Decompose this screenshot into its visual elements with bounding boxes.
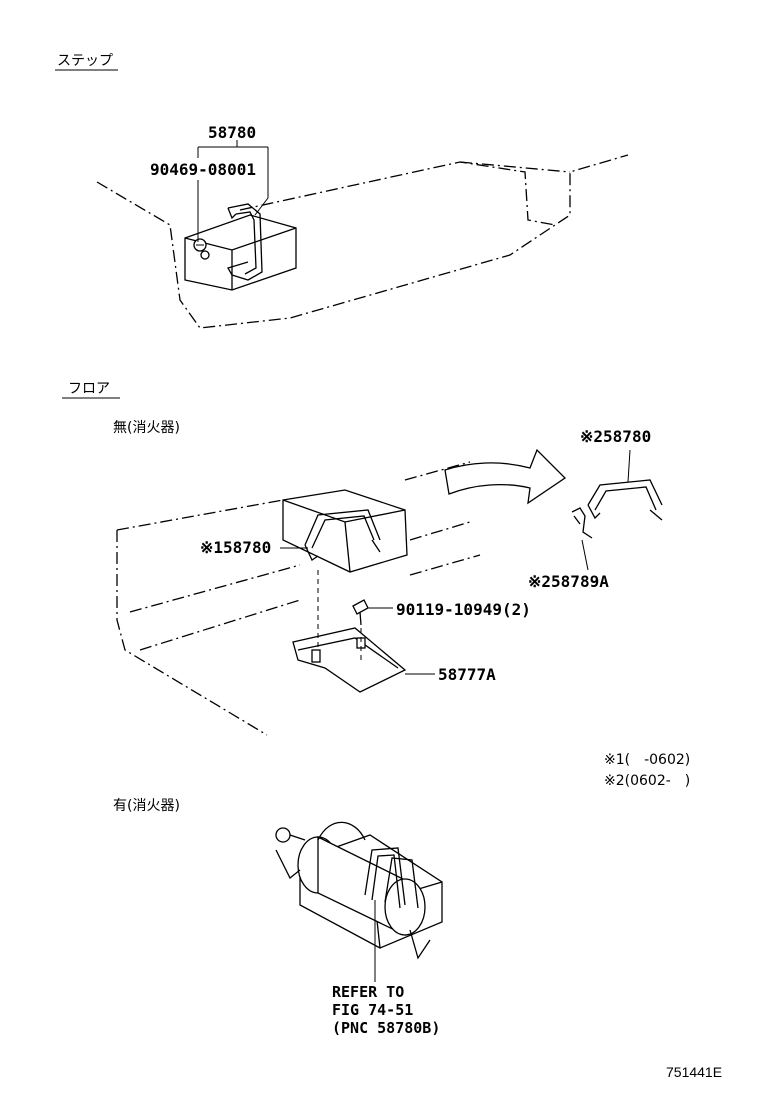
- floor-panel-drawing: [116, 448, 663, 736]
- section-title-step: ステップ: [57, 53, 113, 69]
- label-floor-holder-old: ※158780: [200, 538, 271, 557]
- step-panel-drawing: [96, 154, 629, 329]
- section-subtitle-without-extinguisher: 無(消火器): [113, 420, 180, 436]
- section-title-floor: フロア: [68, 381, 110, 397]
- label-floor-bolt-90119: 90119-10949(2): [396, 600, 531, 619]
- note-1-date-range: ※1( -0602): [604, 752, 690, 768]
- label-step-holder-58780: 58780: [208, 123, 256, 142]
- label-step-screw-90469: 90469-08001: [150, 160, 256, 179]
- note-2-date-range: ※2(0602- ): [604, 773, 690, 789]
- section-subtitle-with-extinguisher: 有(消火器): [113, 798, 180, 814]
- label-floor-holder-new: ※258780: [580, 427, 651, 446]
- reference-line-2: FIG 74-51: [332, 1001, 413, 1019]
- reference-line-1: REFER TO: [332, 983, 404, 1001]
- label-floor-clip-58789a: ※258789A: [528, 572, 609, 591]
- reference-line-3: (PNC 58780B): [332, 1019, 440, 1037]
- figure-id: 751441E: [666, 1064, 722, 1080]
- extinguisher-drawing: [275, 821, 443, 960]
- label-floor-bracket-58777a: 58777A: [438, 665, 496, 684]
